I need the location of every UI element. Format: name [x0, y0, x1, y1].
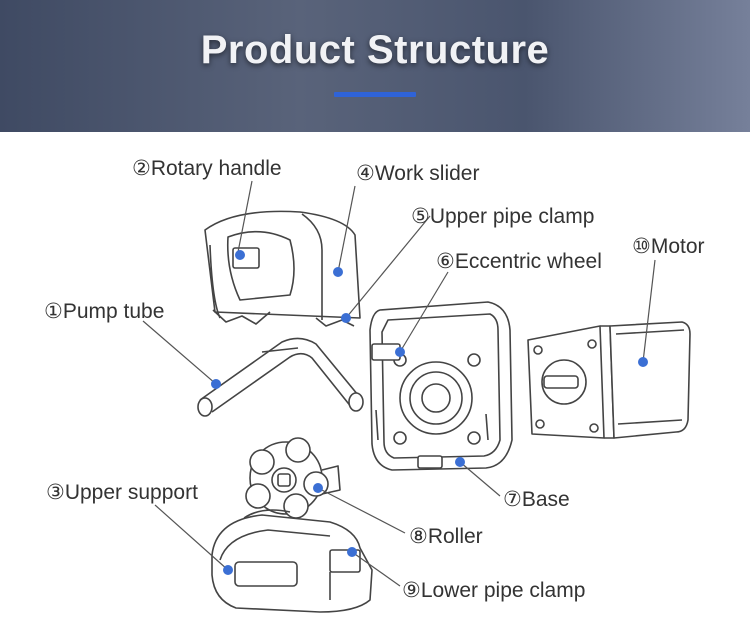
label-roller: ⑧Roller	[409, 525, 483, 548]
leader-lines	[142, 180, 656, 587]
label-motor: ⑩Motor	[632, 235, 705, 258]
base-part	[369, 301, 513, 471]
label-base: ⑦Base	[503, 488, 570, 511]
label-lower-pipe-clamp: ⑨Lower pipe clamp	[402, 579, 586, 602]
label-pump-tube: ①Pump tube	[44, 300, 165, 323]
label-upper-support: ③Upper support	[46, 481, 198, 504]
marker-dots	[211, 250, 648, 575]
label-rotary-handle: ②Rotary handle	[132, 157, 282, 180]
label-work-slider: ④Work slider	[356, 162, 480, 185]
pump-tube-part	[197, 337, 364, 417]
motor-part	[527, 321, 691, 439]
label-eccentric-wheel: ⑥Eccentric wheel	[436, 250, 602, 273]
leader-rotary-handle	[237, 180, 253, 253]
lower-housing-part	[211, 509, 373, 613]
title-underline	[334, 92, 416, 97]
top-cover-part	[204, 210, 361, 327]
page-title: Product Structure	[200, 28, 550, 72]
roller-part	[245, 437, 341, 519]
header-banner: Product Structure	[0, 0, 750, 132]
label-upper-pipe-clamp: ⑤Upper pipe clamp	[411, 205, 595, 228]
